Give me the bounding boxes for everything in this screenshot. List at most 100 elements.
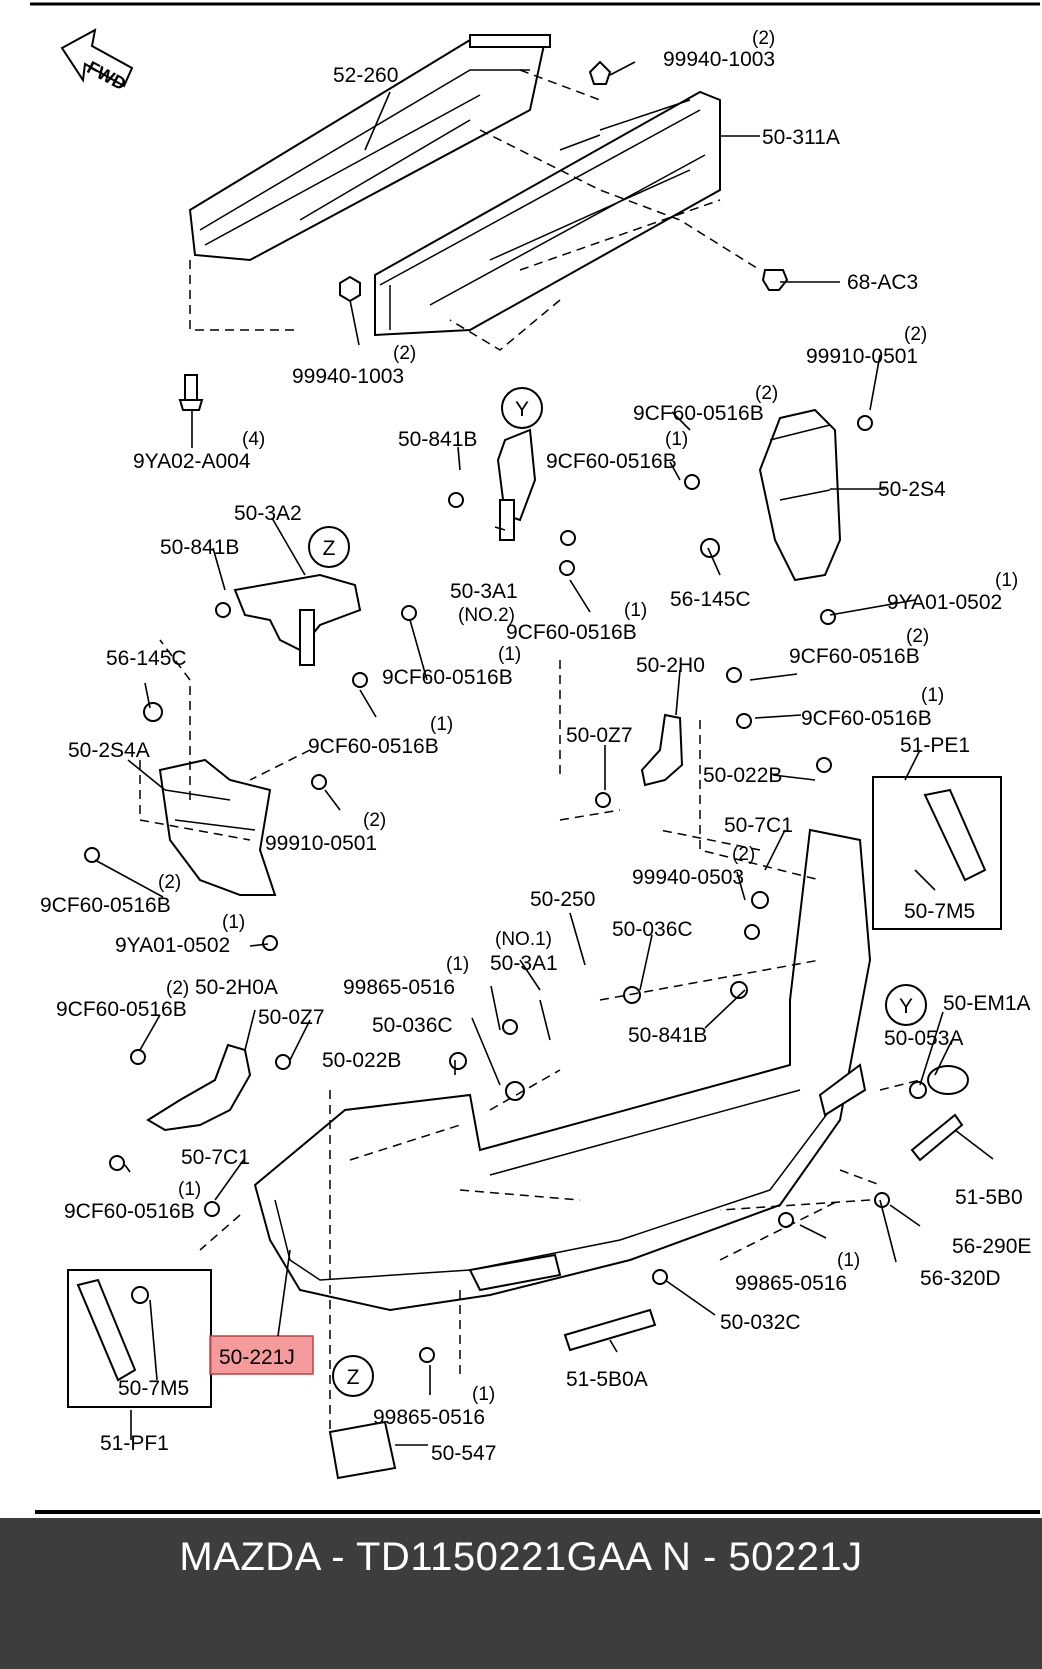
callout-y-label: Y bbox=[899, 995, 913, 1018]
part-number-label: 56-145C bbox=[106, 647, 187, 670]
rear-bumper-reinforcement bbox=[188, 34, 551, 262]
bracket-50-3a2 bbox=[233, 573, 362, 666]
part-number-label: 50-022B bbox=[322, 1049, 401, 1072]
bracket-50-2h0 bbox=[640, 713, 684, 787]
part-number-label: 50-7C1 bbox=[181, 1146, 250, 1169]
assembly-guides-lower bbox=[139, 639, 921, 1430]
part-number-label: 99910-0501 bbox=[806, 345, 918, 368]
part-number-label: 50-3A2 bbox=[234, 502, 302, 525]
part-note: (NO.2) bbox=[458, 605, 515, 626]
callout-z-label: Z bbox=[347, 1366, 360, 1389]
part-number-label: 51-5B0 bbox=[955, 1186, 1023, 1209]
part-number-label: 50-EM1A bbox=[943, 992, 1031, 1015]
part-number-label: 9CF60-0516B bbox=[633, 402, 764, 425]
part-quantity: (2) bbox=[732, 844, 755, 865]
part-number-label: 50-7M5 bbox=[118, 1377, 189, 1400]
part-number-label: 99865-0516 bbox=[373, 1406, 485, 1429]
part-number-label: 50-3A1 bbox=[450, 580, 518, 603]
part-number-label: 50-2S4A bbox=[68, 739, 150, 762]
cap-50-em1a bbox=[927, 1065, 969, 1095]
footer-bar bbox=[0, 1518, 1042, 1669]
part-number-label: 99940-0503 bbox=[632, 866, 744, 889]
bumper-energy-absorber bbox=[374, 90, 721, 337]
callout-z-label: Z bbox=[323, 537, 336, 560]
part-number-label: 9CF60-0516B bbox=[506, 621, 637, 644]
part-number-label: 50-221J bbox=[219, 1346, 295, 1369]
nut-icon bbox=[339, 275, 361, 303]
part-number-label: 9YA02-A004 bbox=[133, 450, 251, 473]
part-quantity: (1) bbox=[430, 714, 453, 735]
part-number-label: 9CF60-0516B bbox=[64, 1200, 195, 1223]
part-number-label: 50-2H0A bbox=[195, 976, 278, 999]
reflector-box-51-pe1 bbox=[872, 776, 1002, 930]
push-clip-icon bbox=[761, 269, 789, 291]
part-number-label: 99940-1003 bbox=[292, 365, 404, 388]
bolt-icon bbox=[178, 374, 204, 411]
part-number-label: 9YA01-0502 bbox=[887, 591, 1002, 614]
part-number-label: 9CF60-0516B bbox=[789, 645, 920, 668]
rear-bumper-cover bbox=[253, 828, 872, 1312]
part-quantity: (1) bbox=[995, 570, 1018, 591]
part-number-label: 50-7M5 bbox=[904, 900, 975, 923]
part-quantity: (1) bbox=[472, 1384, 495, 1405]
part-number-label: 51-5B0A bbox=[566, 1368, 648, 1391]
part-quantity: (1) bbox=[178, 1179, 201, 1200]
part-number-label: 9CF60-0516B bbox=[801, 707, 932, 730]
fastener-icons bbox=[84, 415, 927, 1363]
part-quantity: (1) bbox=[446, 954, 469, 975]
part-labels: 52-26099940-1003(2)50-311A68-AC399940-10… bbox=[40, 28, 1031, 1465]
part-number-label: 50-2H0 bbox=[636, 654, 705, 677]
part-number-label: 50-0Z7 bbox=[566, 724, 633, 747]
callout-z-bottom: Z bbox=[332, 1355, 374, 1397]
part-quantity: (1) bbox=[665, 429, 688, 450]
part-number-label: 50-3A1 bbox=[490, 952, 558, 975]
reflector-box-51-pf1 bbox=[67, 1269, 212, 1408]
part-quantity: (2) bbox=[166, 978, 189, 999]
part-number-label: 51-PF1 bbox=[100, 1432, 169, 1455]
part-number-label: 50-250 bbox=[530, 888, 595, 911]
part-quantity: (2) bbox=[393, 343, 416, 364]
part-number-label: 50-841B bbox=[398, 428, 477, 451]
part-number-label: 99910-0501 bbox=[265, 832, 377, 855]
part-quantity: (2) bbox=[755, 383, 778, 404]
part-note: (NO.1) bbox=[495, 929, 552, 950]
bracket-50-3a1-no2 bbox=[496, 428, 537, 541]
part-number-label: 9CF60-0516B bbox=[546, 450, 677, 473]
part-number-label: 50-022B bbox=[703, 764, 782, 787]
part-number-label: 56-290E bbox=[952, 1235, 1031, 1258]
callout-z-top: Z bbox=[308, 526, 350, 568]
part-number-label: 52-260 bbox=[333, 64, 398, 87]
callout-y-bottom: Y bbox=[885, 984, 927, 1026]
part-number-label: 50-036C bbox=[372, 1014, 453, 1037]
clip-icon bbox=[588, 60, 612, 85]
part-number-label: 51-PE1 bbox=[900, 734, 970, 757]
tow-hook-cover-50-547 bbox=[328, 1420, 397, 1480]
part-number-label: 9YA01-0502 bbox=[115, 934, 230, 957]
part-number-label: 50-032C bbox=[720, 1311, 801, 1334]
part-number-label: 56-145C bbox=[670, 588, 751, 611]
part-number-label: 50-0Z7 bbox=[258, 1006, 325, 1029]
part-quantity: (2) bbox=[906, 626, 929, 647]
part-number-label: 99940-1003 bbox=[663, 48, 775, 71]
splash-shield-50-2s4a bbox=[158, 758, 277, 896]
part-quantity: (2) bbox=[158, 872, 181, 893]
forward-arrow-icon: FWD bbox=[60, 28, 134, 94]
part-number-label: 9CF60-0516B bbox=[40, 894, 171, 917]
part-number-label: 56-320D bbox=[920, 1267, 1001, 1290]
part-quantity: (2) bbox=[363, 810, 386, 831]
part-number-label: 99865-0516 bbox=[735, 1272, 847, 1295]
part-quantity: (1) bbox=[222, 912, 245, 933]
part-number-label: 50-841B bbox=[628, 1024, 707, 1047]
part-number-label: 50-053A bbox=[884, 1027, 963, 1050]
splash-shield-50-2s4 bbox=[758, 408, 842, 582]
leader-lines bbox=[94, 61, 994, 1446]
bracket-50-2h0a bbox=[146, 1043, 252, 1132]
footer-title: MAZDA - TD1150221GAA N - 50221J bbox=[179, 1535, 863, 1579]
part-number-label: 50-841B bbox=[160, 536, 239, 559]
callout-y-label: Y bbox=[515, 398, 529, 421]
part-number-label: 50-547 bbox=[431, 1442, 496, 1465]
part-number-label: 50-036C bbox=[612, 918, 693, 941]
reflector-51-5b0a bbox=[563, 1308, 657, 1352]
part-number-label: 9CF60-0516B bbox=[382, 666, 513, 689]
reflector-51-5b0 bbox=[910, 1113, 964, 1162]
